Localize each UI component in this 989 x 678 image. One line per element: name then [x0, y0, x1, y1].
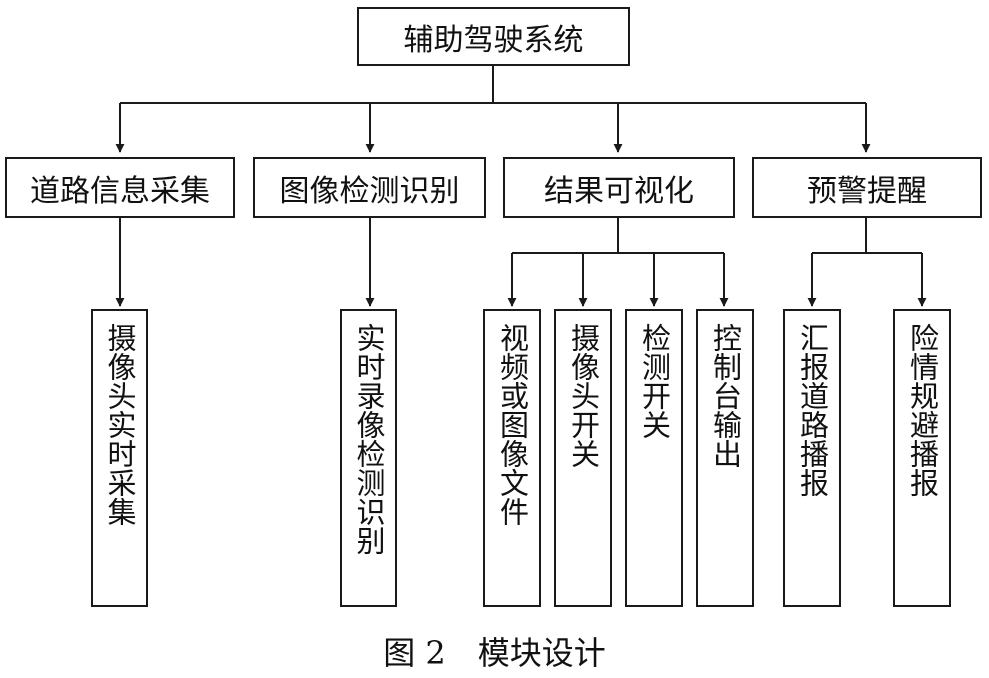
submodule-label: 摄像头实时采集 — [103, 323, 137, 526]
module-warning-alert: 预警提醒 — [752, 157, 982, 218]
submodule-camera-switch: 摄像头开关 — [554, 309, 612, 607]
module-label: 预警提醒 — [807, 173, 927, 209]
submodule-label: 检测开关 — [637, 323, 672, 439]
submodule-console-output: 控制台输出 — [696, 309, 754, 607]
submodule-road-report-broadcast: 汇报道路播报 — [783, 309, 841, 607]
module-result-visualization: 结果可视化 — [503, 157, 735, 218]
root-node: 辅助驾驶系统 — [357, 7, 630, 66]
module-image-detection: 图像检测识别 — [253, 157, 486, 218]
root-label: 辅助驾驶系统 — [403, 22, 584, 58]
figure-caption: 图 2 模块设计 — [383, 634, 606, 672]
module-road-info-collection: 道路信息采集 — [5, 157, 235, 218]
submodule-detection-switch: 检测开关 — [625, 309, 683, 607]
submodule-hazard-avoidance-broadcast: 险情规避播报 — [893, 309, 951, 607]
module-label: 结果可视化 — [544, 173, 694, 209]
submodule-label: 实时录像检测识别 — [352, 323, 386, 555]
submodule-label: 视频或图像文件 — [495, 323, 530, 526]
module-label: 道路信息采集 — [30, 173, 210, 209]
submodule-label: 汇报道路播报 — [795, 323, 830, 497]
submodule-realtime-recording-detection: 实时录像检测识别 — [340, 309, 397, 607]
submodule-label: 摄像头开关 — [566, 323, 601, 468]
submodule-video-or-image-file: 视频或图像文件 — [483, 309, 541, 607]
submodule-label: 险情规避播报 — [905, 323, 940, 497]
submodule-camera-realtime-capture: 摄像头实时采集 — [91, 309, 148, 607]
submodule-label: 控制台输出 — [708, 323, 743, 468]
module-label: 图像检测识别 — [279, 173, 460, 209]
